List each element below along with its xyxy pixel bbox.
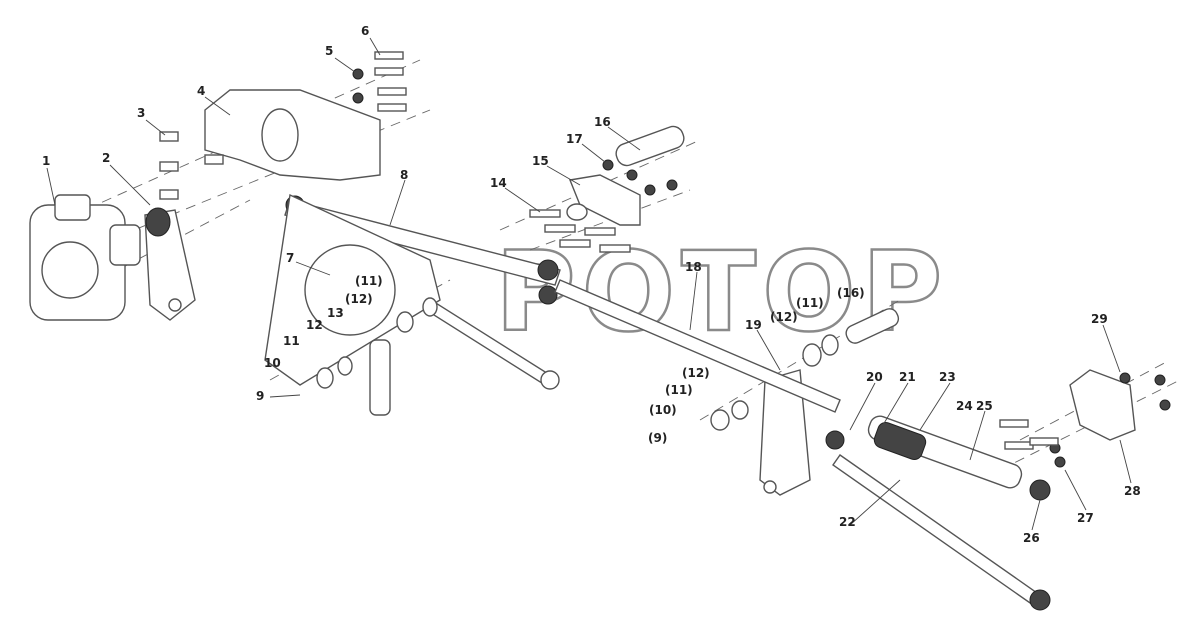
gear-bracket xyxy=(204,89,381,181)
tie-rod-end-left xyxy=(540,370,560,390)
center-link xyxy=(554,279,841,413)
callout-labels: 1 2 3 4 5 6 7 8 9 10 11 12 13 (11) (12) … xyxy=(42,24,1141,545)
callout-13: 13 xyxy=(327,306,344,320)
leader-lines xyxy=(46,37,1132,531)
pitman-arm xyxy=(144,207,196,321)
steering-damper xyxy=(825,415,1051,501)
callout-23: 23 xyxy=(939,370,956,384)
callout-22: 22 xyxy=(839,515,856,529)
tie-rod-end-right xyxy=(1029,589,1051,611)
idler-arm-right xyxy=(710,308,900,496)
callout-28: 28 xyxy=(1124,484,1141,498)
callout-8: 8 xyxy=(400,168,408,182)
callout-2: 2 xyxy=(102,151,110,165)
steering-gear xyxy=(29,194,141,321)
callout-4: 4 xyxy=(197,84,205,98)
callout-19: 19 xyxy=(745,318,762,332)
callout-6: 6 xyxy=(361,24,369,38)
callout-14: 14 xyxy=(490,176,507,190)
callout-18: 18 xyxy=(685,260,702,274)
callout-26: 26 xyxy=(1023,531,1040,545)
callout-24: 24 xyxy=(956,399,973,413)
callout-1: 1 xyxy=(42,154,50,168)
callout-5: 5 xyxy=(325,44,333,58)
callout-16-paren: (16) xyxy=(837,286,865,300)
callout-25: 25 xyxy=(976,399,993,413)
idler-bracket xyxy=(566,125,685,226)
callout-27: 27 xyxy=(1077,511,1094,525)
callout-9-paren: (9) xyxy=(648,431,667,445)
callout-12: 12 xyxy=(306,318,323,332)
callout-16: 16 xyxy=(594,115,611,129)
callout-3: 3 xyxy=(137,106,145,120)
damper-bracket xyxy=(999,369,1171,468)
callout-9: 9 xyxy=(256,389,264,403)
callout-12-paren-lower: (12) xyxy=(682,366,710,380)
callout-15: 15 xyxy=(532,154,549,168)
bolts-bracket xyxy=(529,209,631,253)
callout-10: 10 xyxy=(264,356,281,370)
callout-11-paren: (11) xyxy=(355,274,383,288)
callout-12-paren-right: (12) xyxy=(770,310,798,324)
callout-12-paren: (12) xyxy=(345,292,373,306)
callout-17: 17 xyxy=(566,132,583,146)
callout-11-paren-right: (11) xyxy=(796,296,824,310)
callout-11-paren-lower: (11) xyxy=(665,383,693,397)
callout-10-paren: (10) xyxy=(649,403,677,417)
idler-seal-kit xyxy=(264,193,441,416)
bolts-upper xyxy=(159,51,407,200)
callout-7: 7 xyxy=(286,251,294,265)
callout-20: 20 xyxy=(866,370,883,384)
callout-29: 29 xyxy=(1091,312,1108,326)
callout-21: 21 xyxy=(899,370,916,384)
callout-11: 11 xyxy=(283,334,300,348)
